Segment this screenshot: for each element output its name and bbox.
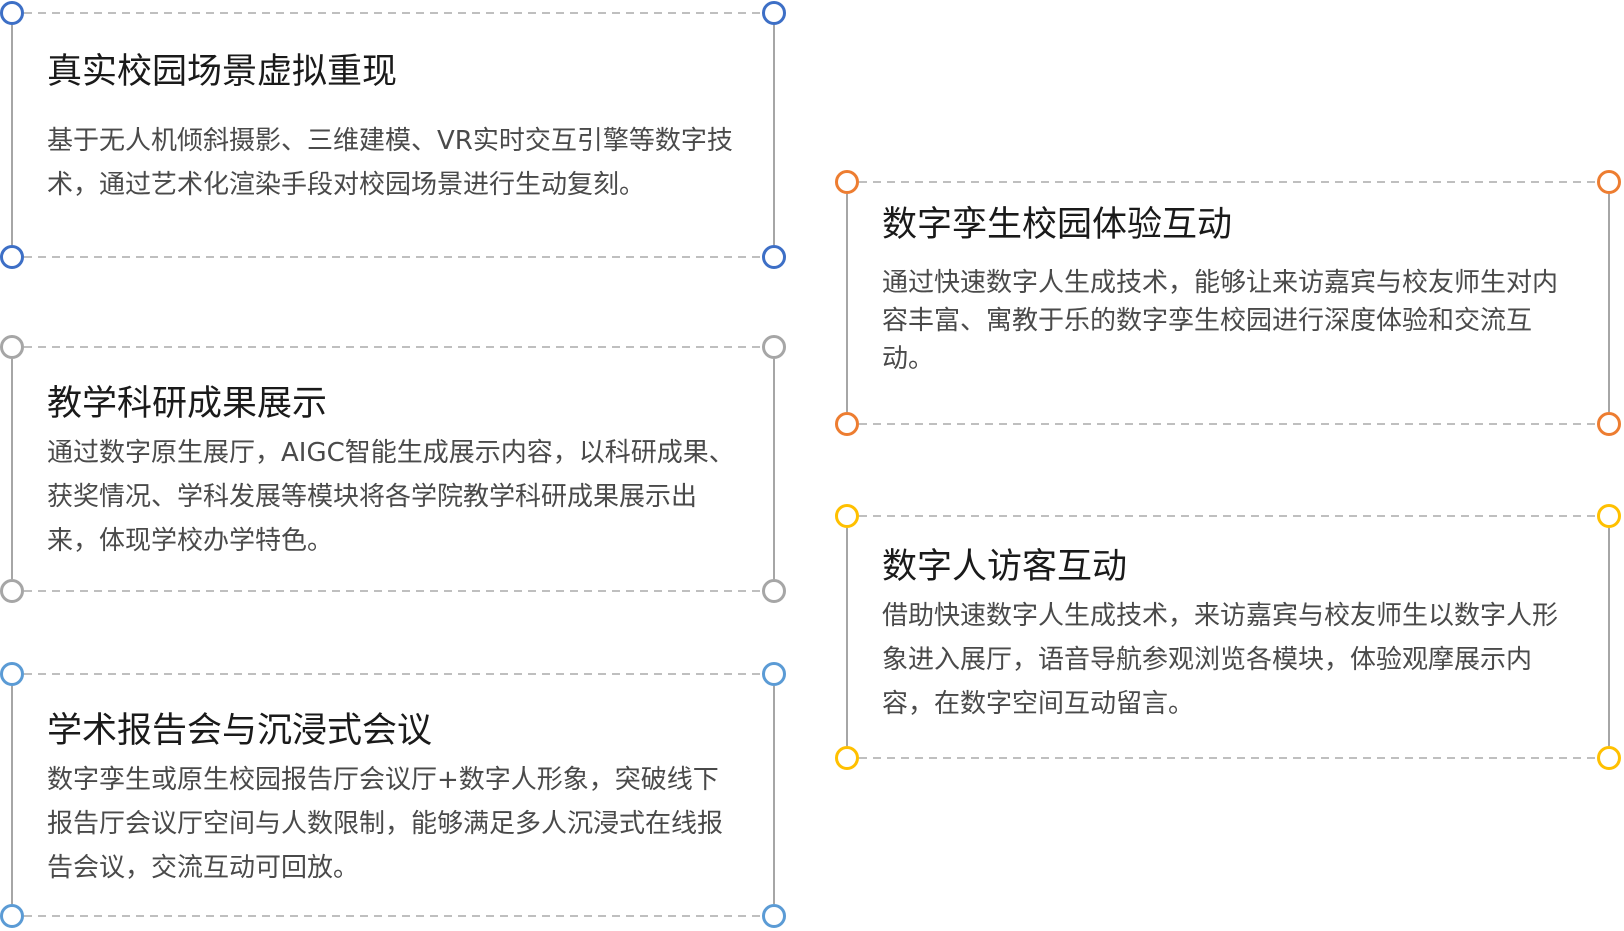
card-description: 通过快速数字人生成技术，能够让来访嘉宾与校友师生对内容丰富、寓教于乐的数字孪生校… [882,268,1559,374]
card-research-showcase: 教学科研成果展示 通过数字原生展厅，AIGC智能生成展示内容，以科研成果、获奖情… [0,335,786,603]
handle-top-left-icon [835,170,859,194]
handle-bottom-right-icon [1597,412,1621,436]
card-description: 基于无人机倾斜摄影、三维建模、VR实时交互引擎等数字技术，通过艺术化渲染手段对校… [47,126,733,200]
card-content: 数字人访客互动 借助快速数字人生成技术，来访嘉宾与校友师生以数字人形象进入展厅，… [882,546,1579,726]
handle-top-right-icon [762,1,786,25]
card-content: 数字孪生校园体验互动 通过快速数字人生成技术，能够让来访嘉宾与校友师生对内容丰富… [882,204,1579,378]
handle-bottom-left-icon [0,245,24,269]
handle-bottom-left-icon [0,904,24,928]
handle-top-right-icon [762,335,786,359]
card-content: 教学科研成果展示 通过数字原生展厅，AIGC智能生成展示内容，以科研成果、获奖情… [47,383,744,563]
card-border [0,662,786,928]
handle-bottom-right-icon [762,579,786,603]
card-description: 借助快速数字人生成技术，来访嘉宾与校友师生以数字人形象进入展厅，语音导航参观浏览… [882,601,1559,719]
handle-top-right-icon [1597,504,1621,528]
handle-bottom-right-icon [1597,746,1621,770]
handle-top-left-icon [0,1,24,25]
handle-bottom-left-icon [835,746,859,770]
card-title: 学术报告会与沉浸式会议 [47,711,433,751]
card-border [835,170,1621,436]
handle-bottom-left-icon [0,579,24,603]
card-description: 通过数字原生展厅，AIGC智能生成展示内容，以科研成果、获奖情况、学科发展等模块… [47,438,735,556]
card-content: 学术报告会与沉浸式会议 数字孪生或原生校园报告厅会议厅+数字人形象，突破线下报告… [47,710,744,890]
card-title: 数字孪生校园体验互动 [882,205,1233,245]
card-campus-reconstruction: 真实校园场景虚拟重现 基于无人机倾斜摄影、三维建模、VR实时交互引擎等数字技术，… [0,1,786,269]
handle-bottom-left-icon [835,412,859,436]
card-border [0,335,786,603]
handle-bottom-right-icon [762,904,786,928]
card-border [835,504,1621,770]
card-border [0,1,786,269]
card-title: 真实校园场景虚拟重现 [47,52,398,92]
card-digital-twin-experience: 数字孪生校园体验互动 通过快速数字人生成技术，能够让来访嘉宾与校友师生对内容丰富… [835,170,1621,436]
card-digital-human-visitor: 数字人访客互动 借助快速数字人生成技术，来访嘉宾与校友师生以数字人形象进入展厅，… [835,504,1621,770]
card-title: 数字人访客互动 [882,547,1128,587]
card-content: 真实校园场景虚拟重现 基于无人机倾斜摄影、三维建模、VR实时交互引擎等数字技术，… [47,51,744,207]
handle-top-left-icon [0,662,24,686]
handle-bottom-right-icon [762,245,786,269]
handle-top-right-icon [762,662,786,686]
card-description: 数字孪生或原生校园报告厅会议厅+数字人形象，突破线下报告厅会议厅空间与人数限制，… [47,765,724,883]
handle-top-left-icon [0,335,24,359]
handle-top-right-icon [1597,170,1621,194]
handle-top-left-icon [835,504,859,528]
card-academic-conference: 学术报告会与沉浸式会议 数字孪生或原生校园报告厅会议厅+数字人形象，突破线下报告… [0,662,786,928]
card-title: 教学科研成果展示 [47,384,328,424]
